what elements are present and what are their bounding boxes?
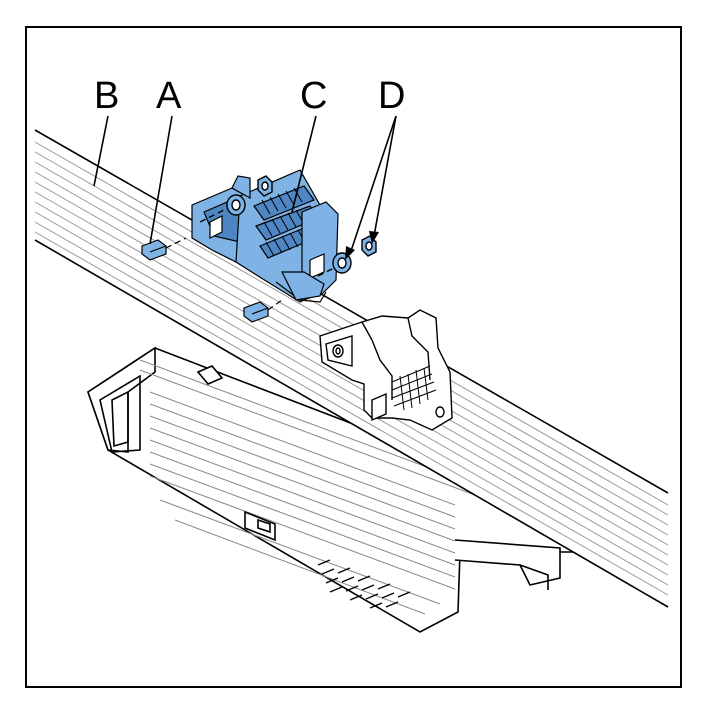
leader-d-1 xyxy=(349,115,397,255)
leader-arrowheads xyxy=(345,231,379,260)
callout-a: A xyxy=(156,75,182,117)
leader-b xyxy=(93,115,109,187)
leader-d-2 xyxy=(373,115,397,237)
leader-a xyxy=(149,115,173,245)
mounting-pins xyxy=(141,237,283,323)
callout-d: D xyxy=(378,75,405,117)
cable-duct-housing xyxy=(87,346,591,633)
second-terminal-block xyxy=(319,309,453,431)
terminal-block-assembly xyxy=(191,169,339,303)
leader-c xyxy=(291,115,317,213)
nuts-and-washers xyxy=(199,175,377,277)
leader-lines xyxy=(93,115,397,255)
callout-b: B xyxy=(94,75,119,117)
callout-c: C xyxy=(300,75,327,117)
